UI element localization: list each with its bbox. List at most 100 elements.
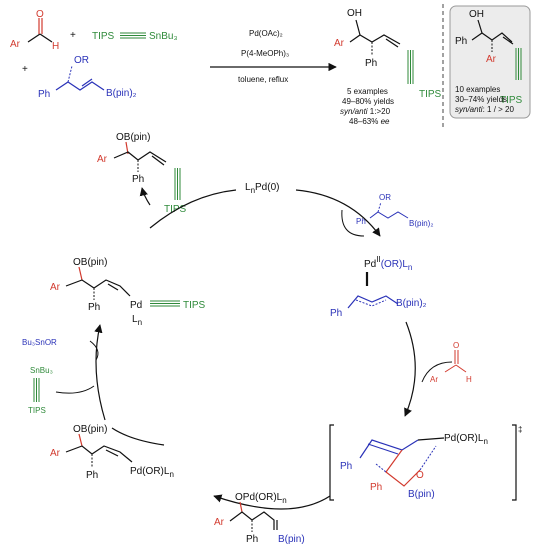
aldehyde-o: O (36, 9, 44, 20)
boryl-ph: Ph (86, 470, 98, 481)
syn-oh: OH (347, 8, 362, 19)
syn-tips: TIPS (419, 89, 442, 100)
syn-selectivity-value: 1:>20 (368, 107, 391, 116)
boryl-pd-label: Pd(OR)Ln (130, 466, 174, 479)
anti-tips: TIPS (500, 95, 523, 106)
catalyst-text: Pd(OAc)₂ (249, 29, 283, 38)
anti-box-background (449, 5, 531, 119)
syn-selectivity-label: syn/anti (340, 107, 368, 116)
anti-selectivity: syn/anti: 1 / > 20 (455, 105, 514, 114)
aldehyde-ar: Ar (10, 39, 21, 50)
cycle-allyl-bpin: B(pin)₂ (409, 219, 433, 228)
cycle-arrow-oxidative-addition (295, 189, 381, 237)
ts-ph-1: Ph (340, 461, 352, 472)
released-ar: Ar (97, 154, 108, 165)
ts-bracket-left (329, 424, 334, 501)
syn-ee: 48–63% ee (349, 117, 390, 126)
cycle-stannane-in: SnBu₃ TIPS (28, 366, 53, 415)
syn-yields: 49–80% yields (342, 97, 394, 106)
cycle-transition-state: ‡ Pd(OR)Ln Ph Ph O B(pin) (329, 424, 522, 501)
alkynyl-obpin: OB(pin) (73, 257, 107, 268)
ts-pd-label: Pd(OR)Ln (444, 433, 488, 446)
syn-ee-label: ee (381, 117, 390, 126)
syn-ee-value: 48–63% (349, 117, 378, 126)
ts-o: O (416, 470, 424, 481)
cycle-boryl-pd: OB(pin) Ar Ph Pd(OR)Ln (50, 424, 174, 481)
cycle-pi-allyl-pd: PdII(OR)Ln Ph B(pin)₂ (330, 255, 427, 319)
ts-pd: Pd(OR)L (444, 433, 484, 444)
alkoxide-ph: Ph (246, 534, 258, 545)
boryl-n: n (169, 470, 173, 479)
anti-examples: 10 examples (455, 85, 500, 94)
ts-dagger: ‡ (518, 425, 522, 434)
cycle-aldehyde-o: O (453, 341, 459, 350)
catalyst-pd0: Pd(0) (255, 182, 279, 193)
cycle-aldehyde-in: O Ar H (430, 341, 472, 384)
alkoxide-pd: Pd(OR)L (243, 492, 283, 503)
tin-byproduct: Bu₃SnOR (22, 338, 57, 347)
pi-allyl-pd-label: PdII(OR)Ln (364, 255, 412, 272)
aldehyde-h: H (52, 41, 59, 52)
product-syn: OH Ar Ph TIPS 5 examples 49–80% yields s… (334, 8, 442, 126)
released-ph: Ph (132, 174, 144, 185)
anti-selectivity-value: : 1 / > 20 (483, 105, 515, 114)
cycle-allyl-in: OR Ph B(pin)₂ (356, 193, 433, 228)
cycle-arrow-product-release (139, 187, 151, 206)
cycle-allyl-ph: Ph (356, 217, 366, 226)
cycle-product-released: OB(pin) Ar Ph TIPS (97, 132, 187, 215)
pi-allyl-n: n (408, 263, 412, 272)
solvent-text: toluene, reflux (238, 75, 288, 84)
alkynyl-pd: Pd (130, 300, 142, 311)
alkynyl-ph: Ph (88, 302, 100, 313)
product-anti-box: OH Ph Ar TIPS 10 examples 30–74% yields … (449, 5, 531, 119)
cycle-stannane-tips: TIPS (28, 406, 46, 415)
plus-sign: + (70, 30, 76, 41)
alkoxide-bpin: B(pin) (278, 534, 305, 545)
cycle-arrow-transmetalation (94, 324, 106, 421)
aldehyde-entry-curve (421, 361, 453, 383)
boryl-pd: Pd(OR)L (130, 466, 170, 477)
anti-ph: Ph (455, 36, 467, 47)
anti-oh: OH (469, 9, 484, 20)
boryl-obpin: OB(pin) (73, 424, 107, 435)
ts-n: n (483, 437, 487, 446)
reagent-alkynylstannane: TIPS SnBu₃ (92, 31, 178, 42)
anti-yields: 30–74% yields (455, 95, 507, 104)
catalyst-lnpd0: LnPd(0) (245, 182, 279, 195)
reactant-allylboronate: OR Ph B(pin)₂ (38, 55, 137, 100)
ligand-text: P(4-MeOPh)₃ (241, 49, 289, 58)
cycle-aldehyde-ar: Ar (430, 375, 438, 384)
cycle-pd-alkoxide: OPd(OR)Ln Ar Ph B(pin) (214, 492, 305, 545)
ts-bpin: B(pin) (408, 489, 435, 500)
alkynyl-ar: Ar (50, 282, 61, 293)
stannane-entry-curve (55, 385, 95, 394)
cycle-stannane-sn: SnBu₃ (30, 366, 53, 375)
allyl-or: OR (74, 55, 89, 66)
reaction-conditions: Pd(OAc)₂ P(4-MeOPh)₃ toluene, reflux (210, 29, 337, 84)
plus-sign-2: + (22, 64, 28, 75)
reactant-aldehyde: O Ar H (10, 9, 59, 52)
cycle-arrow-from-alkoxide (111, 427, 165, 446)
cycle-arrow-to-catalyst (149, 189, 237, 229)
pi-allyl-ph: Ph (330, 308, 342, 319)
alkoxide-n: n (282, 496, 286, 505)
cycle-arrow-aldehyde-addition (404, 321, 416, 417)
tin-exit-curve (89, 340, 99, 361)
catalyst-n: n (251, 186, 255, 195)
pi-allyl-pd: Pd (364, 259, 376, 270)
allyl-entry-curve (341, 209, 365, 237)
cycle-alkynyl-pd: OB(pin) Ar Ph Pd Ln TIPS (50, 257, 206, 327)
alkynyl-l: L (132, 314, 138, 325)
allyl-ph: Ph (38, 89, 50, 100)
syn-examples: 5 examples (347, 87, 388, 96)
reagent-snbu3: SnBu₃ (149, 31, 178, 42)
alkynyl-n: n (138, 318, 142, 327)
alkoxide-ar: Ar (214, 517, 225, 528)
allyl-bpin: B(pin)₂ (106, 88, 137, 99)
syn-ph: Ph (365, 58, 377, 69)
cycle-allyl-or: OR (379, 193, 391, 202)
anti-ar: Ar (486, 54, 497, 65)
anti-selectivity-label: syn/anti (455, 105, 483, 114)
released-obpin: OB(pin) (116, 132, 150, 143)
